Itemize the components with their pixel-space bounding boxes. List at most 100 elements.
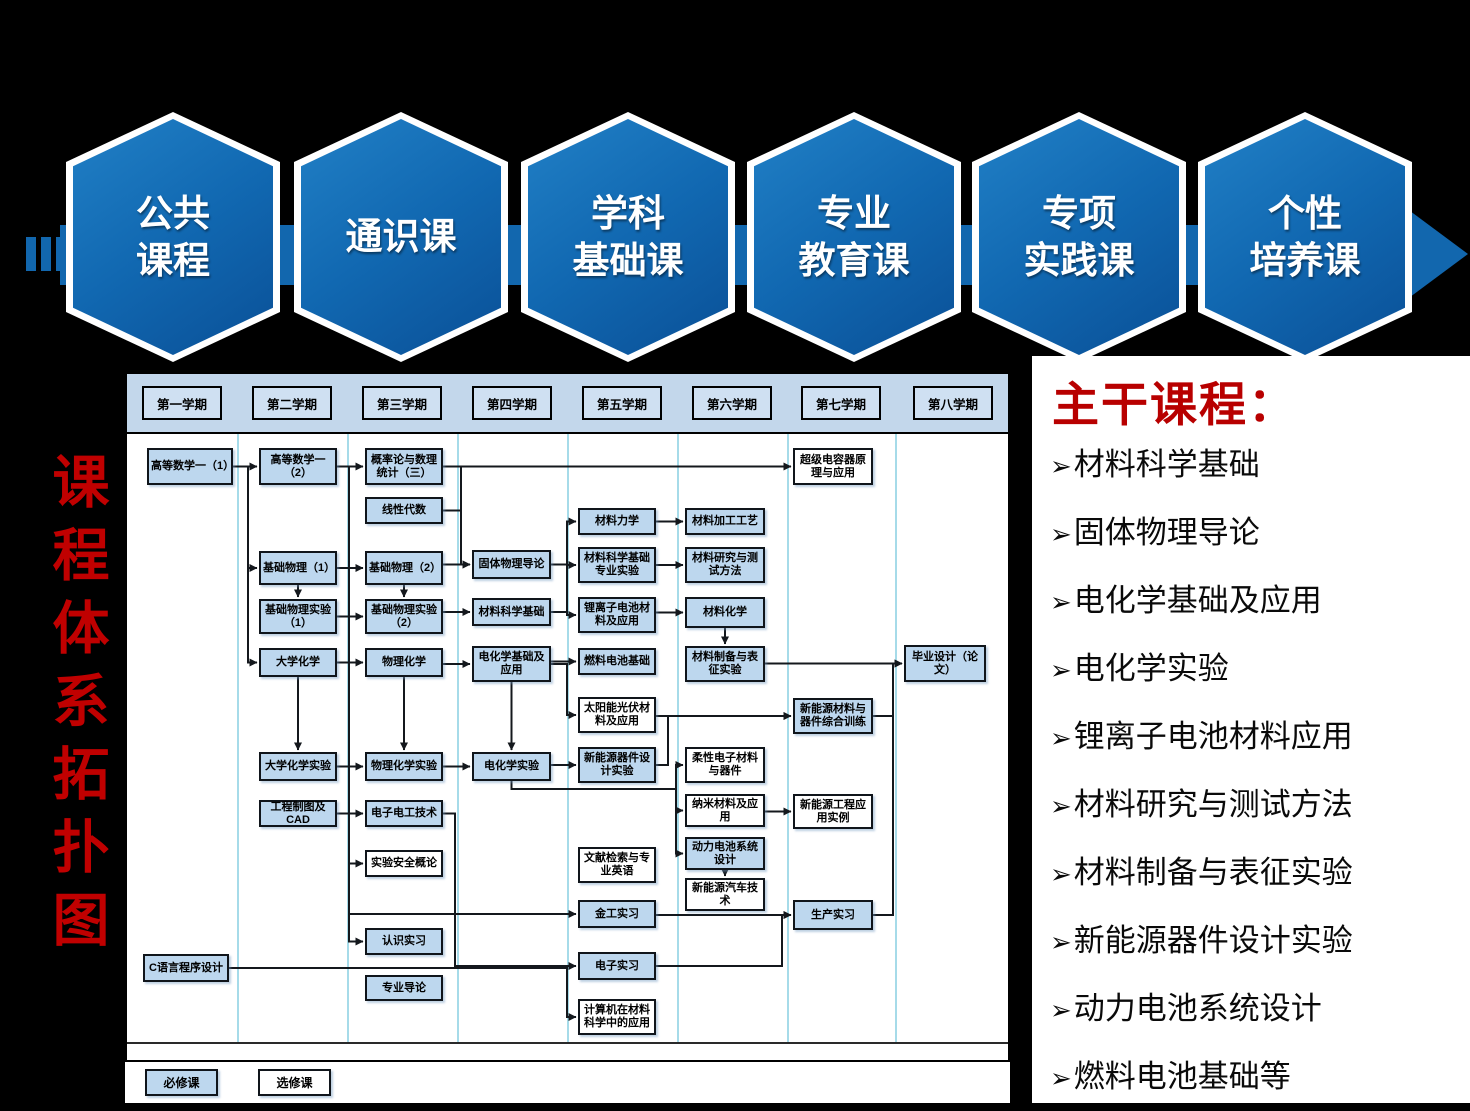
flow-edges — [229, 462, 903, 1021]
bullet-arrow-icon: ➢ — [1050, 1063, 1072, 1093]
bullet-arrow-icon: ➢ — [1050, 451, 1072, 481]
course-box-safety: 实验安全概论 — [365, 850, 443, 877]
course-box-prob: 概率论与数理统计（三） — [365, 448, 443, 485]
category-hexagon-label: 学科 — [591, 192, 665, 234]
legend: 必修课选修课 — [125, 1069, 1010, 1099]
course-box-cad: 工程制图及CAD — [259, 800, 337, 827]
main-courses-panel: 主干课程： ➢材料科学基础➢固体物理导论➢电化学基础及应用➢电化学实验➢锂离子电… — [1032, 356, 1470, 1103]
category-hexagon-fill: 专业教育课 — [754, 119, 954, 355]
course-box-liion: 锂离子电池材料及应用 — [578, 597, 656, 633]
course-box-echemlab: 电化学实验 — [472, 752, 551, 781]
flow-edge-echem-solar — [551, 663, 577, 719]
main-course-label: 材料科学基础 — [1073, 447, 1260, 482]
course-box-c_lang: C语言程序设计 — [143, 954, 229, 982]
category-hexagon-label: 通识课 — [345, 216, 457, 258]
main-course-item: ➢锂离子电池材料应用 — [1050, 721, 1470, 752]
course-box-prep: 材料制备与表征实验 — [685, 646, 765, 682]
course-box-math1_2: 高等数学一（2） — [259, 448, 337, 485]
bullet-arrow-icon: ➢ — [1050, 655, 1072, 685]
semester-header-8: 第八学期 — [913, 386, 993, 420]
column-divider — [787, 434, 789, 1042]
main-course-item: ➢电化学基础及应用 — [1050, 585, 1470, 616]
chart-inner-bottom-line — [127, 1042, 1008, 1044]
flow-edge-eintern-production — [656, 911, 792, 967]
band-dash-1 — [26, 237, 36, 271]
flow-edge-echemlab-nano — [510, 781, 684, 815]
category-hexagon-fill: 公共课程 — [73, 119, 273, 355]
bullet-arrow-icon: ➢ — [1050, 519, 1072, 549]
flow-edge-matsci-mech — [551, 517, 577, 613]
main-course-item: ➢电化学实验 — [1050, 653, 1470, 684]
semester-header-7: 第七学期 — [801, 386, 881, 420]
category-hexagon-label: 专项 — [1042, 192, 1116, 234]
semester-header-4: 第四学期 — [472, 386, 552, 420]
course-box-device: 新能源器件设计实验 — [578, 747, 656, 783]
course-box-battery: 动力电池系统设计 — [685, 837, 765, 870]
bullet-arrow-icon: ➢ — [1050, 859, 1072, 889]
course-box-ee: 电子电工技术 — [365, 800, 443, 827]
category-hexagon-fill: 个性培养课 — [1205, 119, 1405, 355]
main-course-label: 锂离子电池材料应用 — [1073, 719, 1353, 754]
course-box-chemlab: 大学化学实验 — [259, 752, 337, 781]
main-course-item: ➢燃料电池基础等 — [1050, 1061, 1470, 1092]
category-hexagon-fill: 专项实践课 — [979, 119, 1179, 355]
flow-edge-device-training — [656, 712, 792, 766]
category-hexagon-5: 专项实践课 — [972, 112, 1186, 362]
flow-edge-linalg-solid — [443, 509, 471, 569]
category-hexagon-label: 实践课 — [1023, 240, 1135, 281]
category-hexagon-label: 基础课 — [572, 240, 684, 281]
course-box-mech: 材料力学 — [578, 508, 656, 535]
main-course-item: ➢材料制备与表征实验 — [1050, 857, 1470, 888]
category-hexagon-6: 个性培养课 — [1198, 112, 1412, 362]
course-box-flex: 柔性电子材料与器件 — [685, 747, 765, 783]
bullet-arrow-icon: ➢ — [1050, 927, 1072, 957]
category-hexagon-1: 公共课程 — [66, 112, 280, 362]
main-course-label: 电化学实验 — [1073, 651, 1229, 686]
course-box-physlab2: 基础物理实验（2） — [365, 599, 443, 634]
flow-edge-echemlab-battery — [510, 781, 684, 858]
category-hexagon-label: 课程 — [136, 240, 210, 281]
category-hexagon-label: 培养课 — [1249, 240, 1361, 281]
flow-edge-training-thesis — [873, 659, 903, 717]
course-box-matsci: 材料科学基础 — [472, 598, 551, 626]
main-course-label: 固体物理导论 — [1073, 515, 1260, 550]
course-box-vehicle: 新能源汽车技术 — [685, 878, 765, 911]
main-course-label: 电化学基础及应用 — [1073, 583, 1322, 618]
course-box-testing: 材料研究与测试方法 — [685, 547, 765, 583]
column-divider — [237, 434, 239, 1042]
legend-required: 必修课 — [145, 1069, 218, 1096]
flow-edge-matsci-matlab5 — [551, 561, 577, 613]
main-courses-title: 主干课程： — [1052, 380, 1297, 432]
flow-edge-ee-eintern — [443, 812, 577, 970]
flow-edge-solid-liion — [551, 563, 577, 619]
semester-header-6: 第六学期 — [692, 386, 772, 420]
main-course-label: 新能源器件设计实验 — [1073, 923, 1353, 958]
main-course-item: ➢动力电池系统设计 — [1050, 993, 1470, 1024]
curriculum-flowchart-panel: 第一学期第二学期第三学期第四学期第五学期第六学期第七学期第八学期 高等数学一（1… — [125, 372, 1010, 1103]
column-divider — [677, 434, 679, 1042]
flow-edge-math1_1-chem — [233, 465, 258, 667]
flowchart-area: 第一学期第二学期第三学期第四学期第五学期第六学期第七学期第八学期 高等数学一（1… — [125, 372, 1010, 1062]
flow-edge-prob-solid — [443, 465, 471, 569]
bullet-arrow-icon: ➢ — [1050, 587, 1072, 617]
course-box-physlab1: 基础物理实验（1） — [259, 599, 337, 634]
bullet-arrow-icon: ➢ — [1050, 791, 1072, 821]
category-hexagon-3: 学科基础课 — [521, 112, 735, 362]
bullet-arrow-icon: ➢ — [1050, 995, 1072, 1025]
course-box-solar: 太阳能光伏材料及应用 — [578, 697, 656, 733]
course-box-intern1: 认识实习 — [365, 928, 443, 955]
main-course-label: 燃料电池基础等 — [1073, 1059, 1291, 1094]
category-hexagon-2: 通识课 — [294, 112, 508, 362]
main-courses-list: ➢材料科学基础➢固体物理导论➢电化学基础及应用➢电化学实验➢锂离子电池材料应用➢… — [1050, 449, 1470, 1092]
course-box-matlab5: 材料科学基础专业实验 — [578, 547, 656, 583]
course-box-phys1: 基础物理（1） — [259, 551, 337, 585]
flow-edge-c_lang-computer — [229, 967, 577, 1021]
main-course-item: ➢新能源器件设计实验 — [1050, 925, 1470, 956]
column-divider — [567, 434, 569, 1042]
semester-header-1: 第一学期 — [142, 386, 222, 420]
course-box-linalg: 线性代数 — [365, 497, 443, 524]
category-hexagon-fill: 通识课 — [301, 119, 501, 355]
course-box-math1_1: 高等数学一（1） — [147, 448, 234, 485]
band-dash-2 — [41, 237, 51, 271]
course-box-metal: 金工实习 — [578, 900, 656, 928]
